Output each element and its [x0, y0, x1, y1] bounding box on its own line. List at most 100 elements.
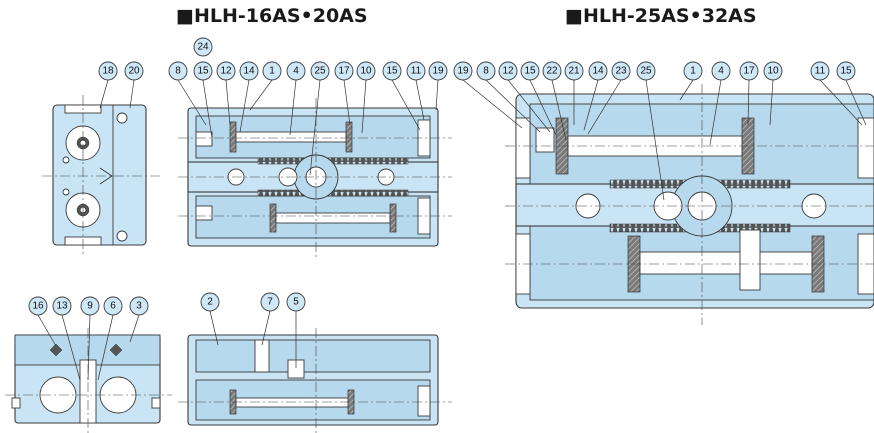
balloon-b21: 21 — [564, 61, 584, 125]
leader-line — [551, 79, 567, 141]
balloon-number: 15 — [840, 66, 852, 77]
top-view-small — [178, 98, 452, 260]
leader-line — [202, 79, 213, 139]
balloon-b4b: 4 — [709, 61, 731, 146]
balloon-b17b: 17 — [739, 61, 759, 126]
balloon-circle — [200, 292, 220, 312]
leader-line — [391, 79, 421, 131]
leader-line — [343, 79, 351, 126]
balloon-circle — [28, 296, 48, 316]
balloon-circle — [286, 61, 306, 81]
balloon-number: 21 — [568, 66, 580, 77]
balloon-number: 14 — [243, 66, 255, 77]
balloon-b15c: 15 — [520, 61, 557, 136]
balloon-b18: 18 — [98, 61, 118, 109]
balloon-circle — [124, 61, 144, 81]
balloon-circle — [542, 61, 562, 81]
leader-line — [485, 79, 541, 133]
balloon-b8b: 8 — [476, 61, 541, 133]
leader-line — [37, 314, 57, 347]
balloon-b15d: 15 — [836, 61, 867, 126]
balloon-number: 4 — [718, 66, 724, 77]
balloon-b12b: 12 — [498, 61, 551, 133]
leader-line — [819, 79, 863, 126]
balloon-number: 14 — [592, 66, 604, 77]
balloon-b5: 5 — [286, 292, 306, 368]
balloon-b7: 7 — [260, 292, 280, 346]
balloon-b22: 22 — [542, 61, 567, 141]
balloon-number: 5 — [293, 297, 299, 308]
balloon-number: 6 — [110, 301, 116, 312]
balloon-b11b: 11 — [810, 61, 863, 126]
balloon-circle — [498, 61, 518, 81]
leader-line — [129, 314, 140, 343]
balloon-b14b: 14 — [583, 61, 608, 131]
balloon-b19a: 19 — [428, 61, 448, 111]
balloon-b25a: 25 — [309, 61, 330, 176]
balloon-b17a: 17 — [334, 61, 354, 126]
leader-line — [61, 314, 81, 381]
balloon-number: 18 — [102, 66, 114, 77]
leader-line — [309, 79, 321, 176]
balloon-circle — [763, 61, 783, 81]
balloon-number: 22 — [546, 66, 558, 77]
balloon-circle — [453, 61, 473, 81]
balloon-number: 12 — [502, 66, 514, 77]
balloon-circle — [588, 61, 608, 81]
balloon-b10a: 10 — [356, 61, 376, 134]
balloon-circle — [310, 61, 330, 81]
balloon-b4a: 4 — [286, 61, 306, 136]
balloon-b25b: 25 — [636, 61, 665, 201]
balloon-number: 15 — [386, 66, 398, 77]
balloon-b6: 6 — [97, 296, 123, 381]
balloon-circle — [683, 61, 703, 81]
balloon-b14a: 14 — [239, 61, 259, 133]
balloon-number: 23 — [615, 66, 627, 77]
balloon-b24: 24 — [193, 37, 213, 57]
balloon-number: 15 — [197, 66, 209, 77]
balloon-circle — [636, 61, 656, 81]
balloon-circle — [286, 292, 306, 312]
balloon-circle — [810, 61, 830, 81]
balloon-number: 19 — [457, 66, 469, 77]
balloon-circle — [216, 61, 236, 81]
balloon-number: 1 — [690, 66, 696, 77]
balloon-b1a: 1 — [249, 61, 282, 111]
leader-line — [129, 79, 135, 109]
leader-line — [97, 314, 114, 381]
balloon-b16: 16 — [28, 296, 57, 347]
leader-line — [239, 79, 250, 133]
balloon-b15b: 15 — [382, 61, 421, 131]
balloon-b9: 9 — [80, 296, 100, 381]
top-view-large — [505, 84, 874, 325]
balloon-circle — [193, 37, 213, 57]
title-hlh-25as-32as: ■HLH-25AS•32AS — [565, 5, 757, 27]
balloon-circle — [711, 61, 731, 81]
balloon-number: 3 — [136, 301, 142, 312]
leader-line — [225, 79, 231, 126]
balloon-number: 25 — [314, 66, 326, 77]
side-end-view-small — [5, 328, 172, 433]
balloon-b13: 13 — [52, 296, 81, 381]
balloon-circle — [356, 61, 376, 81]
leader-line — [587, 79, 622, 135]
leader-line — [87, 314, 91, 381]
balloon-number: 17 — [338, 66, 350, 77]
balloon-b11a: 11 — [406, 61, 426, 121]
leader-line — [462, 79, 523, 129]
balloon-b19b: 19 — [453, 61, 523, 129]
balloon-number: 10 — [360, 66, 372, 77]
leader-line — [261, 310, 271, 346]
leader-line — [415, 79, 425, 121]
leader-line — [709, 79, 722, 146]
balloon-number: 15 — [524, 66, 536, 77]
balloon-b12a: 12 — [216, 61, 236, 126]
balloon-b2: 2 — [200, 292, 220, 346]
balloon-number: 12 — [220, 66, 232, 77]
leader-line — [747, 79, 750, 126]
balloon-circle — [193, 61, 213, 81]
leader-line — [679, 79, 694, 101]
balloon-circle — [520, 61, 540, 81]
balloon-circle — [262, 61, 282, 81]
